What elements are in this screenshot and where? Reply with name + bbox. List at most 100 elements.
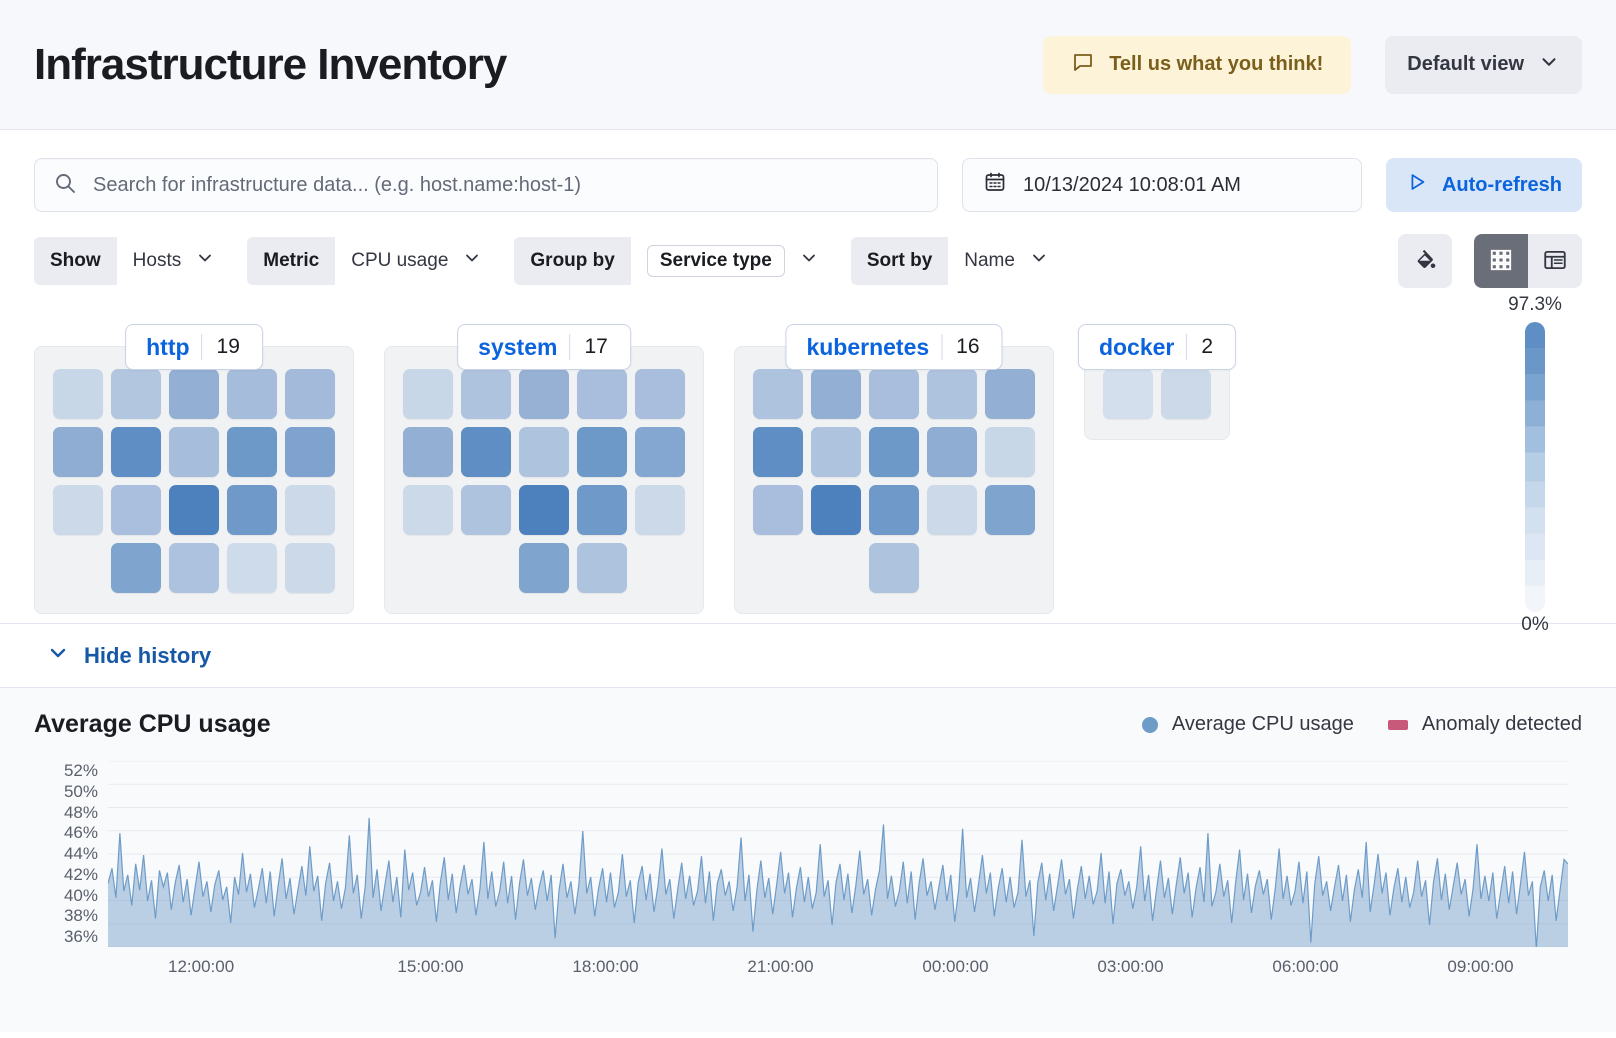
filter-metric-value[interactable]: CPU usage	[335, 237, 497, 285]
waffle-node[interactable]	[985, 485, 1035, 535]
table-view-button[interactable]	[1528, 234, 1582, 288]
waffle-node[interactable]	[811, 369, 861, 419]
waffle-node[interactable]	[169, 427, 219, 477]
color-fill-icon-button[interactable]	[1398, 234, 1452, 288]
waffle-node[interactable]	[985, 369, 1035, 419]
legend-marker-circle-icon	[1141, 716, 1158, 733]
search-box[interactable]	[34, 158, 938, 212]
waffle-node[interactable]	[869, 485, 919, 535]
waffle-node[interactable]	[811, 427, 861, 477]
comment-icon	[1071, 50, 1095, 80]
page-header: Infrastructure Inventory Tell us what yo…	[0, 0, 1616, 130]
filter-show-value[interactable]: Hosts	[116, 237, 230, 285]
waffle-node[interactable]	[577, 543, 627, 593]
waffle-node[interactable]	[985, 427, 1035, 477]
waffle-node[interactable]	[169, 369, 219, 419]
waffle-node[interactable]	[169, 543, 219, 593]
waffle-node-empty	[53, 543, 103, 593]
waffle-node[interactable]	[519, 485, 569, 535]
waffle-node[interactable]	[403, 485, 453, 535]
waffle-node[interactable]	[169, 485, 219, 535]
feedback-label: Tell us what you think!	[1109, 53, 1324, 75]
waffle-node[interactable]	[461, 369, 511, 419]
waffle-node[interactable]	[403, 369, 453, 419]
chart-line-average-cpu-usage	[108, 818, 1568, 947]
legend-item-average-cpu-usage[interactable]: Average CPU usage	[1141, 713, 1354, 736]
group-badge-divider	[1186, 334, 1188, 360]
view-selector-button[interactable]: Default view	[1385, 35, 1582, 94]
waffle-node[interactable]	[869, 427, 919, 477]
waffle-node[interactable]	[461, 485, 511, 535]
waffle-node[interactable]	[753, 427, 803, 477]
waffle-node[interactable]	[577, 427, 627, 477]
waffle-node[interactable]	[811, 485, 861, 535]
search-input[interactable]	[91, 172, 919, 198]
waffle-node[interactable]	[111, 485, 161, 535]
waffle-node[interactable]	[227, 485, 277, 535]
calendar-icon	[983, 170, 1007, 200]
waffle-node[interactable]	[869, 369, 919, 419]
waffle-node[interactable]	[519, 543, 569, 593]
waffle-node[interactable]	[111, 369, 161, 419]
waffle-node[interactable]	[227, 543, 277, 593]
waffle-node[interactable]	[519, 427, 569, 477]
waffle-node[interactable]	[927, 485, 977, 535]
waffle-node[interactable]	[227, 369, 277, 419]
waffle-node[interactable]	[285, 427, 335, 477]
group-body	[734, 346, 1054, 614]
feedback-button[interactable]: Tell us what you think!	[1043, 35, 1352, 94]
legend-gradient-bar	[1525, 322, 1545, 612]
waffle-node[interactable]	[753, 485, 803, 535]
history-chart-panel: Average CPU usage Average CPU usage Anom…	[0, 688, 1616, 1032]
waffle-node[interactable]	[519, 369, 569, 419]
waffle-node-empty	[927, 543, 977, 593]
filter-show-label: Show	[34, 237, 117, 285]
auto-refresh-button[interactable]: Auto-refresh	[1386, 158, 1582, 212]
date-picker[interactable]: 10/13/2024 10:08:01 AM	[962, 158, 1362, 212]
waffle-node[interactable]	[285, 543, 335, 593]
waffle-node[interactable]	[635, 369, 685, 419]
waffle-node[interactable]	[869, 543, 919, 593]
group-badge-divider	[201, 334, 203, 360]
filter-sort-by-value[interactable]: Name	[948, 237, 1063, 285]
waffle-node[interactable]	[403, 427, 453, 477]
chevron-down-icon	[462, 248, 482, 274]
waffle-node[interactable]	[53, 427, 103, 477]
waffle-node[interactable]	[577, 369, 627, 419]
filter-group-by-value[interactable]: Service type	[630, 237, 833, 285]
x-tick-label: 09:00:00	[1447, 957, 1514, 976]
waffle-node[interactable]	[635, 427, 685, 477]
hide-history-toggle[interactable]: Hide history	[0, 624, 1616, 688]
group-badge-divider	[941, 334, 943, 360]
waffle-row	[753, 427, 1035, 477]
legend-item-anomaly-detected[interactable]: Anomaly detected	[1387, 713, 1582, 736]
waffle-node[interactable]	[53, 485, 103, 535]
waffle-node[interactable]	[285, 369, 335, 419]
waffle-node[interactable]	[1161, 369, 1211, 419]
waffle-node[interactable]	[927, 369, 977, 419]
waffle-node[interactable]	[577, 485, 627, 535]
waffle-node[interactable]	[927, 427, 977, 477]
waffle-node[interactable]	[111, 543, 161, 593]
chart-plot[interactable]	[108, 761, 1568, 947]
y-tick-label: 46%	[63, 823, 98, 843]
waffle-node[interactable]	[53, 369, 103, 419]
waffle-node[interactable]	[753, 369, 803, 419]
waffle-node[interactable]	[227, 427, 277, 477]
waffle-node[interactable]	[461, 427, 511, 477]
waffle-node[interactable]	[111, 427, 161, 477]
waffle-node-empty	[635, 543, 685, 593]
waffle-node[interactable]	[1103, 369, 1153, 419]
grid-view-button[interactable]	[1474, 234, 1528, 288]
waffle-node[interactable]	[635, 485, 685, 535]
waffle-node[interactable]	[285, 485, 335, 535]
